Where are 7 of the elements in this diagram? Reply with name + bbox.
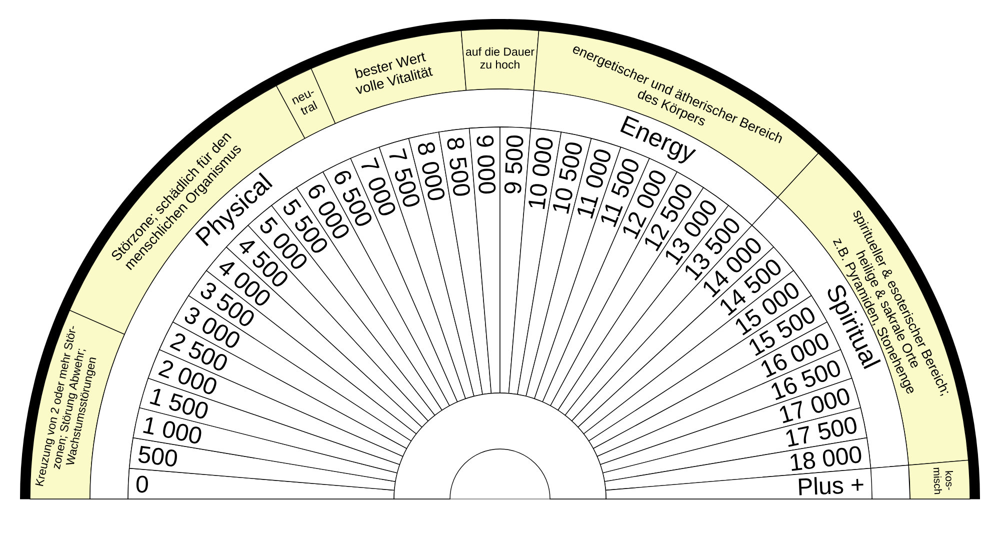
zone-sector: auf die Dauer zu hoch — [460, 28, 540, 91]
zone-sector: neu- tral — [276, 68, 336, 139]
scale-sector: 0 — [128, 468, 395, 500]
hub-ring — [394, 392, 606, 500]
ring-sector — [870, 464, 910, 500]
zone-sector: kos- misch — [908, 460, 970, 500]
scale-sector: 9 000 — [468, 126, 500, 394]
